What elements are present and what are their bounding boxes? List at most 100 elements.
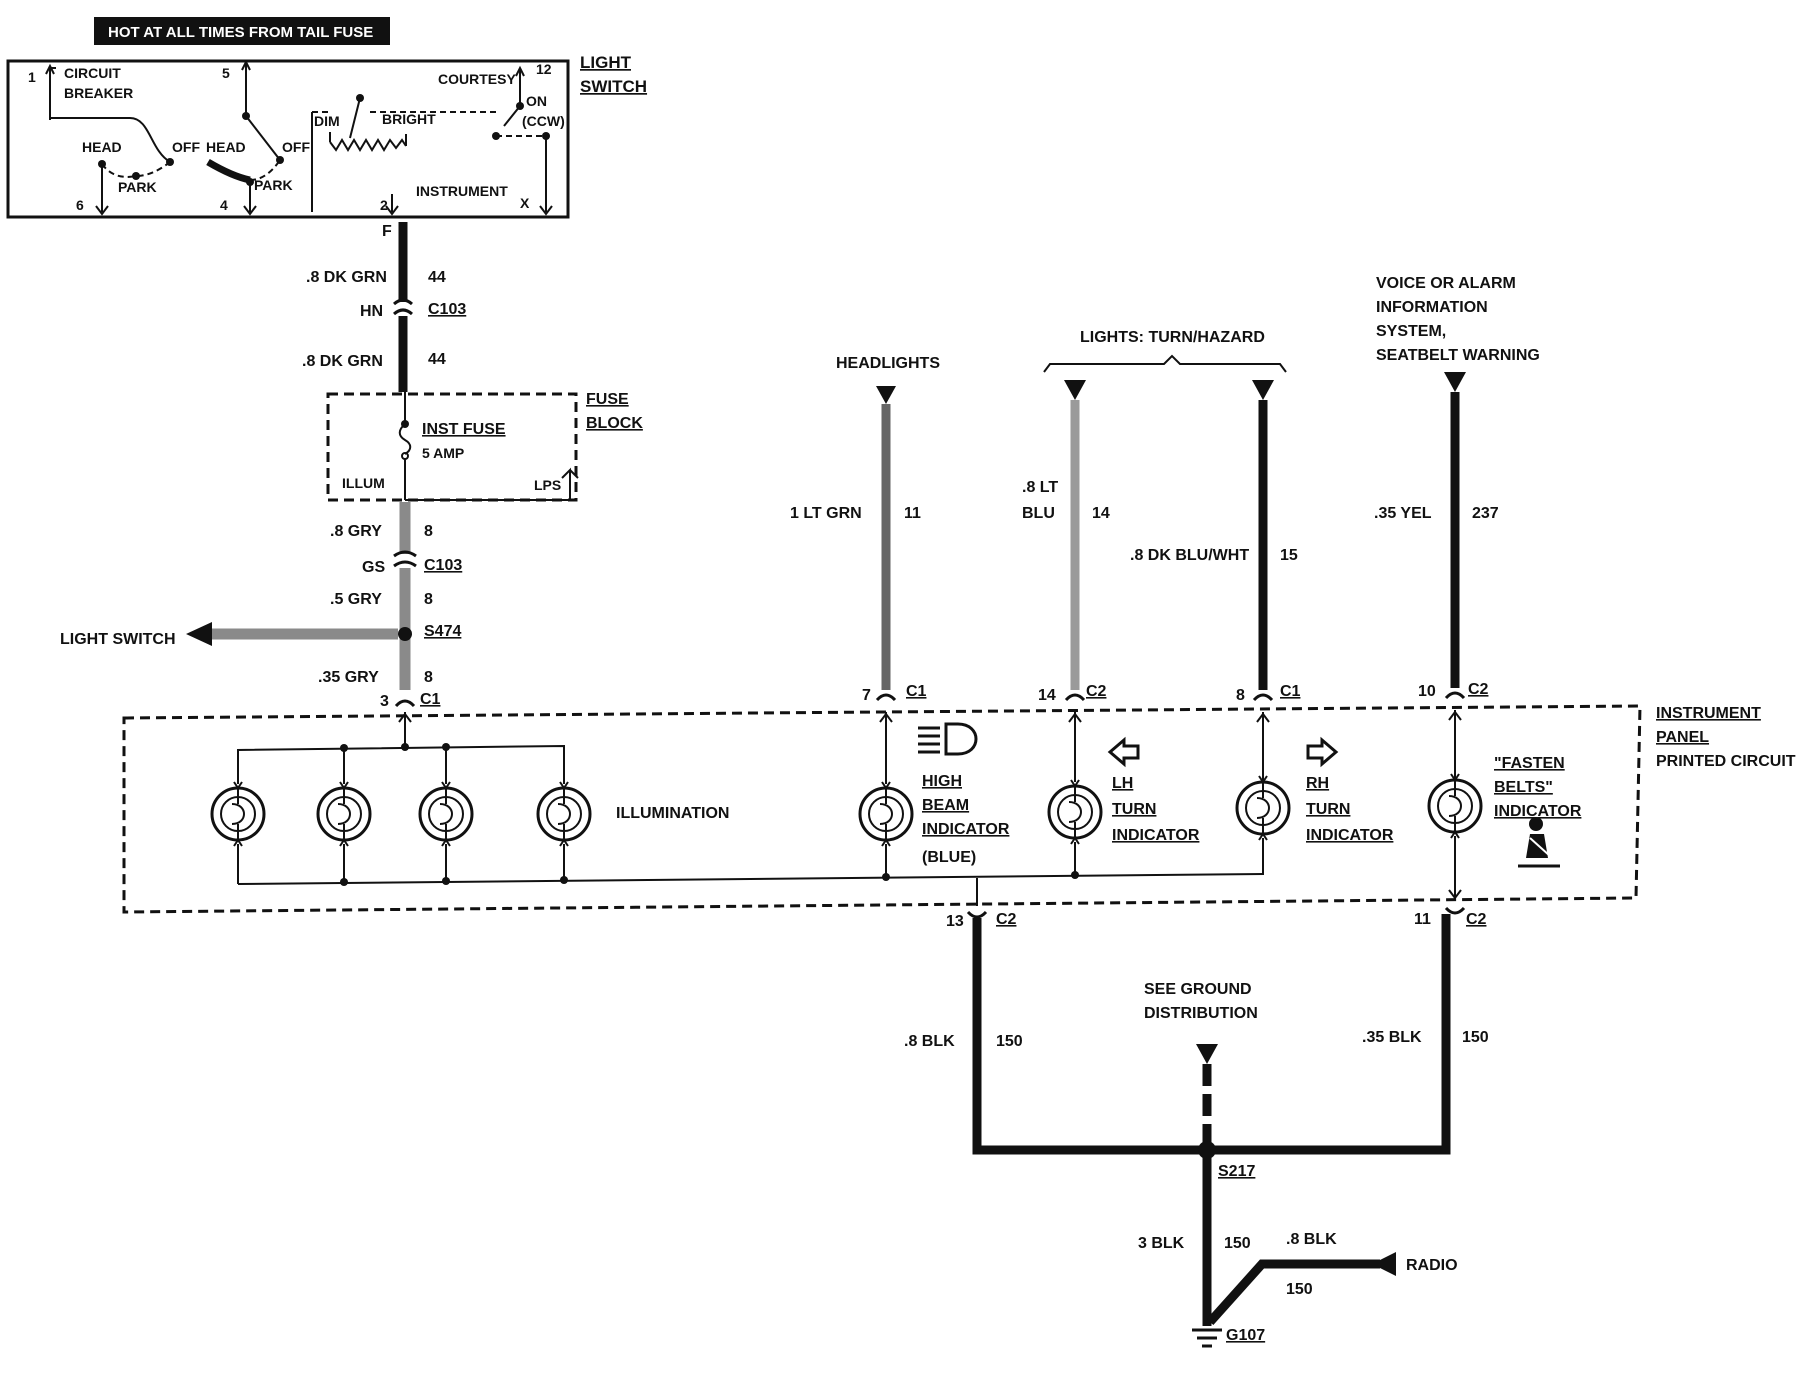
circuit-breaker-label-1: CIRCUIT xyxy=(64,65,121,81)
fuse-block: FUSE BLOCK INST FUSE 5 AMP ILLUM LPS xyxy=(326,391,643,502)
headlights-label: HEADLIGHTS xyxy=(836,355,940,372)
pin-12-label: 12 xyxy=(536,61,552,77)
light-switch-title-1: LIGHT xyxy=(580,53,632,72)
off-right-label: OFF xyxy=(282,139,310,155)
ground-circuit: 13 C2 11 C2 .8 BLK 150 .35 BLK 150 SEE G… xyxy=(904,878,1489,1348)
ground-right-circuit: 150 xyxy=(1462,1029,1489,1046)
high-beam-icon xyxy=(918,722,978,756)
lps-label: LPS xyxy=(534,477,561,493)
gray-wire3-circuit: 8 xyxy=(424,669,433,686)
head-left-label: HEAD xyxy=(82,139,122,155)
lh-turn-bulb xyxy=(1047,778,1103,846)
ground-symbol xyxy=(1192,1328,1222,1348)
gray-conn2-label: C1 xyxy=(420,691,441,708)
pin-4-label: 4 xyxy=(220,197,228,213)
voice-conn: C2 xyxy=(1468,681,1489,698)
rh-circuit: 15 xyxy=(1280,547,1298,564)
ground-left-gauge: .8 BLK xyxy=(904,1033,955,1050)
fasten-belts-bulb xyxy=(1427,772,1483,840)
rh-conn: C1 xyxy=(1280,683,1301,700)
feed-wire-44: F .8 DK GRN 44 HN C103 .8 DK GRN 44 xyxy=(302,222,466,392)
see-ground-1: SEE GROUND xyxy=(1144,981,1252,998)
head-right-label: HEAD xyxy=(206,139,246,155)
panel-title-3: PRINTED CIRCUIT xyxy=(1656,753,1796,770)
gray-wire1-gauge: .8 GRY xyxy=(330,523,382,540)
headlights-input: HEADLIGHTS 1 LT GRN 11 7 C1 xyxy=(790,355,940,704)
ground-left-conn: C2 xyxy=(996,911,1017,928)
gray-wire2-gauge: .5 GRY xyxy=(330,591,382,608)
radio-circuit: 150 xyxy=(1286,1281,1313,1298)
fasten-label-2: BELTS" xyxy=(1494,779,1553,796)
headlights-pin: 7 xyxy=(862,687,871,704)
gray-wire3-gauge: .35 GRY xyxy=(318,669,379,686)
feed-conn1-name: C103 xyxy=(428,301,466,318)
gray-conn-pins: GS xyxy=(362,559,385,576)
pin-6-label: 6 xyxy=(76,197,84,213)
splice-s217-label: S217 xyxy=(1218,1163,1255,1180)
panel-title-2: PANEL xyxy=(1656,729,1709,746)
headlights-gauge: 1 LT GRN xyxy=(790,505,862,522)
dim-label: DIM xyxy=(314,113,340,129)
on-label: ON xyxy=(526,93,547,109)
rh-turn-bulb xyxy=(1235,774,1291,842)
ground-g107-label: G107 xyxy=(1226,1327,1265,1344)
left-arrow-icon xyxy=(1107,736,1140,768)
banner-box xyxy=(94,17,390,45)
headlights-circuit: 11 xyxy=(904,505,921,522)
lh-gauge-1: .8 LT xyxy=(1022,479,1058,496)
courtesy-label: COURTESY xyxy=(438,71,516,87)
lh-pin: 14 xyxy=(1038,687,1056,704)
park-right-label: PARK xyxy=(254,177,293,193)
rh-label-2: TURN xyxy=(1306,801,1350,818)
high-beam-label-1: HIGH xyxy=(922,773,962,790)
ground-right-pin: 11 xyxy=(1414,911,1431,928)
light-switch-branch-label: LIGHT SWITCH xyxy=(60,631,176,648)
high-beam-color: (BLUE) xyxy=(922,849,976,866)
illumination-bulb-3 xyxy=(418,780,474,848)
voice-pin: 10 xyxy=(1418,683,1436,700)
illumination-bulb-2 xyxy=(316,780,372,848)
light-switch-title-2: SWITCH xyxy=(580,77,647,96)
pin-1-label: 1 xyxy=(28,69,36,85)
lh-conn: C2 xyxy=(1086,683,1107,700)
right-arrow-icon xyxy=(1306,736,1339,768)
off-left-label: OFF xyxy=(172,139,200,155)
ground-main-gauge: 3 BLK xyxy=(1138,1235,1185,1252)
rh-label-1: RH xyxy=(1306,775,1329,792)
turn-hazard-inputs: LIGHTS: TURN/HAZARD .8 LT BLU 14 14 C2 .… xyxy=(1022,329,1301,704)
voice-label-3: SYSTEM, xyxy=(1376,323,1446,340)
ground-left-circuit: 150 xyxy=(996,1033,1023,1050)
illumination-bulb-4 xyxy=(536,780,592,848)
lh-label-3: INDICATOR xyxy=(1112,827,1200,844)
lh-label-2: TURN xyxy=(1112,801,1156,818)
light-switch: LIGHT SWITCH 1 CIRCUIT BREAKER HEAD OFF … xyxy=(6,53,647,219)
gray-wire1-circuit: 8 xyxy=(424,523,433,540)
pin-x-label: X xyxy=(520,195,530,211)
illumination-label: ILLUMINATION xyxy=(616,805,729,822)
radio-label: RADIO xyxy=(1406,1257,1458,1274)
illumination-bulb-1 xyxy=(210,780,266,848)
gray-pin-label: 3 xyxy=(380,693,389,710)
pin-5-label: 5 xyxy=(222,65,230,81)
turn-hazard-label: LIGHTS: TURN/HAZARD xyxy=(1080,329,1265,346)
see-ground-2: DISTRIBUTION xyxy=(1144,1005,1258,1022)
voice-circuit: 237 xyxy=(1472,505,1499,522)
splice-s474-label: S474 xyxy=(424,623,461,640)
ground-left-pin: 13 xyxy=(946,913,964,930)
inst-fuse-label: INST FUSE xyxy=(422,421,506,438)
panel-title-1: INSTRUMENT xyxy=(1656,705,1761,722)
voice-gauge: .35 YEL xyxy=(1374,505,1432,522)
ccw-label: (CCW) xyxy=(522,113,565,129)
feed-wire2-circuit: 44 xyxy=(428,351,446,368)
feed-wire2-gauge: .8 DK GRN xyxy=(302,353,383,370)
banner-text: HOT AT ALL TIMES FROM TAIL FUSE xyxy=(108,24,373,41)
high-beam-label-2: BEAM xyxy=(922,797,969,814)
circuit-breaker-label-2: BREAKER xyxy=(64,85,133,101)
headlights-conn: C1 xyxy=(906,683,927,700)
bright-label: BRIGHT xyxy=(382,111,436,127)
gray-conn-name: C103 xyxy=(424,557,462,574)
lh-circuit: 14 xyxy=(1092,505,1110,522)
radio-gauge: .8 BLK xyxy=(1286,1231,1337,1248)
instrument-panel: INSTRUMENT PANEL PRINTED CIRCUIT ILLUMIN… xyxy=(122,704,1796,914)
lh-gauge-2: BLU xyxy=(1022,505,1055,522)
